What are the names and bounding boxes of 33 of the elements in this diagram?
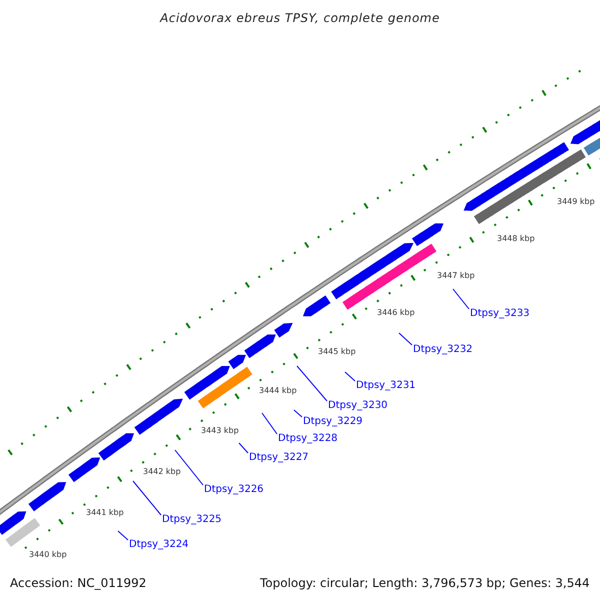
gene-label: Dtpsy_3230 [328, 401, 388, 411]
genome-info-text: Topology: circular; Length: 3,796,573 bp; Genes: 3,544 [260, 577, 590, 589]
leader-line [174, 450, 204, 486]
position-label: 3443 kbp [201, 427, 239, 435]
leader-line [398, 332, 412, 346]
gene-label: Dtpsy_3226 [204, 485, 264, 495]
gene-label: Dtpsy_3228 [278, 434, 338, 444]
leader-line [132, 480, 162, 516]
position-label: 3441 kbp [86, 509, 124, 517]
position-label: 3447 kbp [437, 272, 475, 280]
position-label: 3440 kbp [29, 551, 67, 559]
genome-info-text: Accession: NC_011992 [10, 577, 146, 589]
gene-label: Dtpsy_3233 [470, 309, 530, 319]
position-label: 3442 kbp [143, 468, 181, 476]
gene-label: Dtpsy_3231 [356, 381, 416, 391]
gene-label: Dtpsy_3225 [162, 515, 222, 525]
gene-label: Dtpsy_3232 [413, 345, 473, 355]
leader-line [262, 412, 278, 434]
position-label: 3448 kbp [497, 235, 535, 243]
leader-line [238, 442, 248, 454]
gene-label: Dtpsy_3227 [249, 453, 309, 463]
gene-label: Dtpsy_3224 [129, 540, 189, 550]
gene-label: Dtpsy_3229 [303, 417, 363, 427]
position-label: 3445 kbp [318, 348, 356, 356]
position-label: 3449 kbp [557, 198, 595, 206]
leader-line [294, 410, 302, 418]
position-label: 3444 kbp [259, 387, 297, 395]
leader-line [452, 288, 470, 310]
position-label: 3446 kbp [377, 309, 415, 317]
leader-line [296, 366, 328, 402]
diagram-title: Acidovorax ebreus TPSY, complete genome [158, 12, 441, 24]
leader-line [344, 372, 356, 382]
leader-line [118, 530, 128, 540]
